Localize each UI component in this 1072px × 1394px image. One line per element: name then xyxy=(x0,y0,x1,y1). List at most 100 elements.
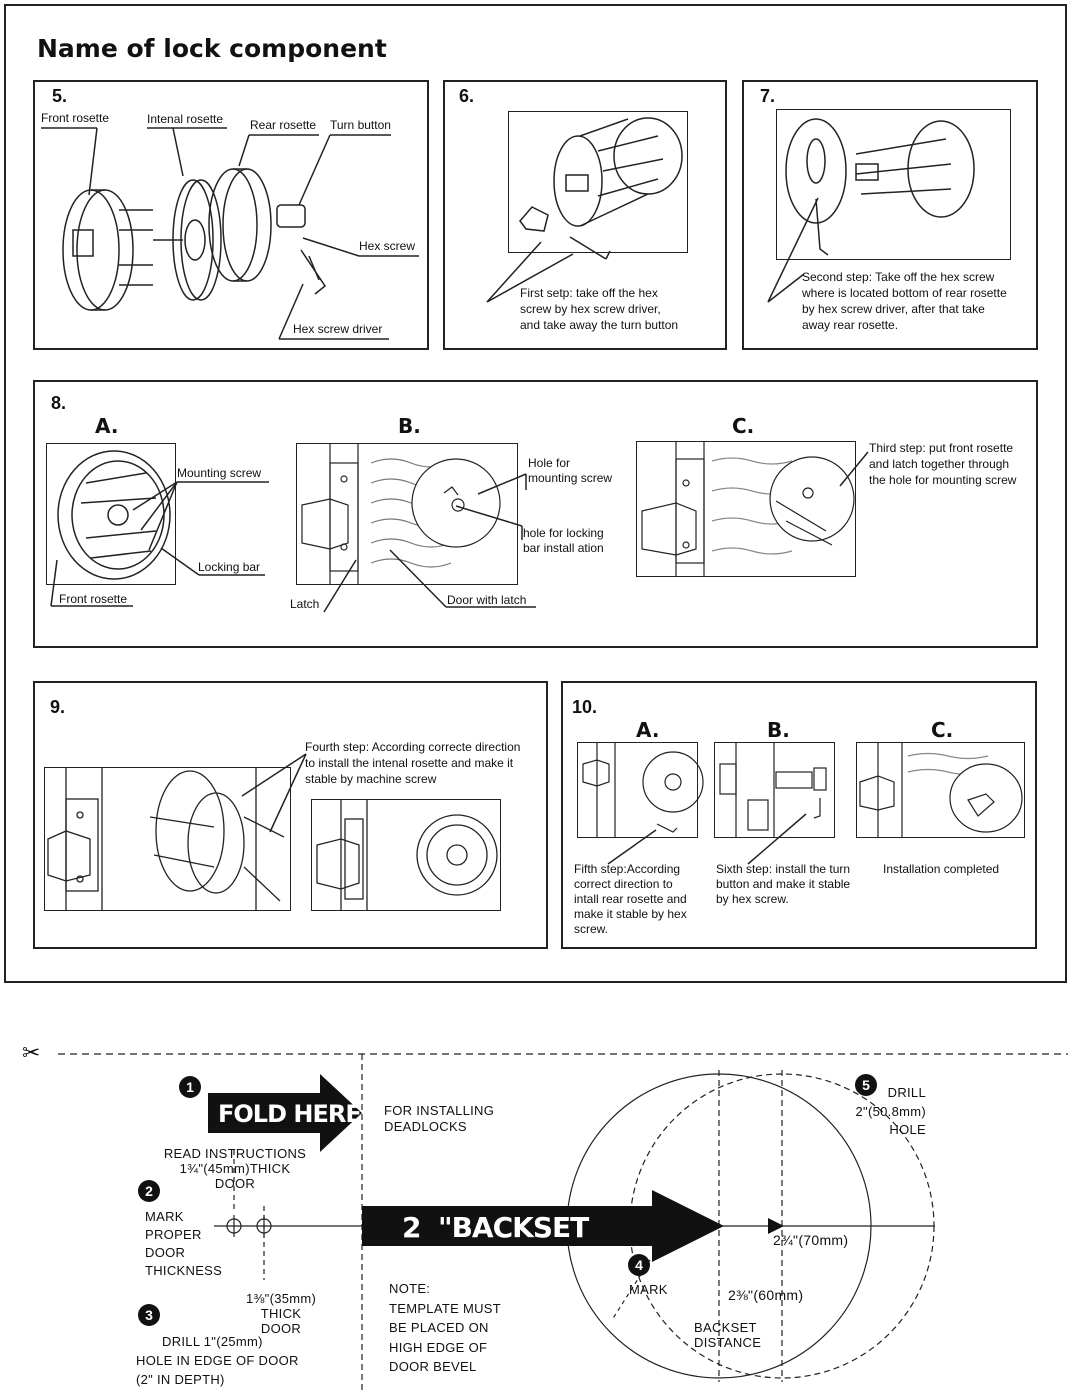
label-line: HIGH EDGE OF xyxy=(389,1339,488,1355)
label-hole-locking: hole for locking bar install ation xyxy=(523,526,604,556)
step8c-pointer-line xyxy=(839,451,869,487)
label-mounting-screw: Mounting screw xyxy=(177,466,262,480)
step8a-illustration xyxy=(57,450,171,580)
caption-line: Third step: put front rosette xyxy=(869,441,1014,455)
fifth-step-caption: Fifth step:According correct direction t… xyxy=(574,862,687,937)
label-line: BACKSET xyxy=(694,1320,757,1335)
label-latch: Latch xyxy=(290,597,320,611)
label-line: TEMPLATE MUST xyxy=(389,1300,502,1316)
step8c-illustration xyxy=(641,441,855,577)
step-circle-5: 5 xyxy=(855,1074,877,1096)
caption-line: and latch together through xyxy=(869,457,1010,471)
label-line: 2"(50.8mm) xyxy=(855,1103,926,1119)
label-line: (2" IN DEPTH) xyxy=(136,1372,225,1387)
step6-pointer-lines xyxy=(486,241,574,303)
step10a-illustration xyxy=(582,742,704,838)
caption-line: away rear rosette. xyxy=(802,318,899,332)
caption-line: screw by hex screw driver, xyxy=(520,302,661,316)
fold-here-arrow xyxy=(208,1074,362,1152)
caption-line: Fourth step: According correcte directio… xyxy=(305,740,521,754)
step8b-illustration xyxy=(301,443,501,585)
label-line: DOOR xyxy=(214,1176,256,1191)
caption-line: intall rear rosette and xyxy=(574,892,687,906)
step9-number: 9. xyxy=(50,697,66,717)
step9-picture-right xyxy=(311,799,501,911)
label-hole-mounting: Hole for mounting screw xyxy=(528,456,612,486)
label-front-rosette-8: Front rosette xyxy=(59,592,128,606)
label-line: HOLE xyxy=(889,1122,926,1137)
step9-caption: Fourth step: According correcte directio… xyxy=(305,739,520,787)
step6-number: 6. xyxy=(459,86,475,106)
caption-line: and take away the turn button xyxy=(520,318,679,332)
instruction-sheet xyxy=(4,4,1067,983)
step6-caption: First setp: take off the hex screw by he… xyxy=(520,285,678,333)
step6-illustration xyxy=(519,117,683,260)
caption-line: button and make it stable xyxy=(716,877,851,891)
sixth-step-caption: Sixth step: install the turn button and … xyxy=(716,862,850,907)
caption-line: by hex screw driver, after that take xyxy=(802,302,985,316)
label-line: DOOR xyxy=(260,1321,302,1336)
label-internal-rosette: Intenal rosette xyxy=(147,112,224,126)
label-line: 1⅜"(35mm) xyxy=(246,1291,317,1306)
label-line: DOOR BEVEL xyxy=(389,1359,477,1374)
scissors-icon: ✂ xyxy=(22,1041,40,1066)
mark-proper-label: MARK PROPER DOOR THICKNESS xyxy=(145,1208,222,1280)
step7-pointer-lines xyxy=(767,197,819,303)
label-line: NOTE: xyxy=(389,1281,431,1296)
step9-illustration-right xyxy=(316,799,498,911)
caption-line: correct direction to xyxy=(574,877,673,891)
label-line: MARK xyxy=(145,1209,184,1224)
label-line: DRILL xyxy=(887,1085,926,1100)
template-graphics: ✂ xyxy=(22,1041,1068,1394)
step8-label-c: C. xyxy=(732,414,755,438)
step8-panel xyxy=(33,380,1038,648)
label-line: DISTANCE xyxy=(694,1335,762,1350)
backset-distance-label: BACKSET DISTANCE xyxy=(694,1320,761,1350)
step-circle-1: 1 xyxy=(179,1076,201,1098)
thick-35-label: 1⅜"(35mm) THICK DOOR xyxy=(246,1291,316,1336)
label-line: READ INSTRUCTIONS xyxy=(163,1146,307,1161)
label-line: HOLE IN EDGE OF DOOR xyxy=(136,1353,299,1368)
backset-arrow xyxy=(362,1190,724,1262)
read-instructions-label: READ INSTRUCTIONS 1¾"(45mm)THICK DOOR xyxy=(161,1146,309,1191)
caption-line: where is located bottom of rear rosette xyxy=(802,286,1007,300)
label-line: THICK xyxy=(260,1306,302,1321)
label-door-with-latch: Door with latch xyxy=(447,593,527,607)
installation-completed: Installation completed xyxy=(883,862,1000,876)
label-hex-screw-driver: Hex screw driver xyxy=(293,322,383,336)
step9-panel xyxy=(33,681,548,949)
label-locking-bar: Locking bar xyxy=(198,560,261,574)
mark-label: MARK xyxy=(629,1282,668,1297)
caption-line: Fifth step:According xyxy=(574,862,681,876)
caption-line: Sixth step: install the turn xyxy=(716,862,851,876)
label-line: DEADLOCKS xyxy=(384,1119,467,1134)
step10-panel xyxy=(561,681,1037,949)
label-line: Hole for xyxy=(528,456,571,470)
label-rear-rosette: Rear rosette xyxy=(250,118,317,132)
step8a-pointer-lines xyxy=(50,481,269,607)
step10-number: 10. xyxy=(572,697,598,717)
step5-illustration xyxy=(41,127,419,340)
step7-number: 7. xyxy=(760,86,776,106)
drill-hole-edge-label: DRILL 1"(25mm) HOLE IN EDGE OF DOOR (2" … xyxy=(136,1332,299,1389)
backset-label: 2 "BACKSET xyxy=(402,1211,589,1244)
drill-2in-label: DRILL 2"(50.8mm) HOLE xyxy=(852,1084,926,1140)
step9-illustration-left xyxy=(47,767,285,911)
label-line: FOR INSTALLING xyxy=(384,1103,495,1118)
label-hex-screw: Hex screw xyxy=(359,239,416,253)
step-circle-3: 3 xyxy=(138,1304,160,1326)
label-turn-button: Turn button xyxy=(330,118,391,132)
step10b-illustration xyxy=(719,742,827,838)
step7-illustration xyxy=(785,118,975,256)
step8-label-b: B. xyxy=(398,414,421,438)
step-circle-2: 2 xyxy=(138,1180,160,1202)
step8-label-a: A. xyxy=(95,414,119,438)
step10-pointer-lines xyxy=(607,813,807,865)
step6-panel xyxy=(443,80,727,350)
note-label: NOTE: TEMPLATE MUST BE PLACED ON HIGH ED… xyxy=(389,1279,501,1377)
step10-label-c: C. xyxy=(931,718,954,742)
step-circle-4: 4 xyxy=(628,1254,650,1276)
caption-line: stable by machine screw xyxy=(305,772,437,786)
step7-caption: Second step: Take off the hex screw wher… xyxy=(802,269,1007,333)
step5-number: 5. xyxy=(52,86,68,106)
